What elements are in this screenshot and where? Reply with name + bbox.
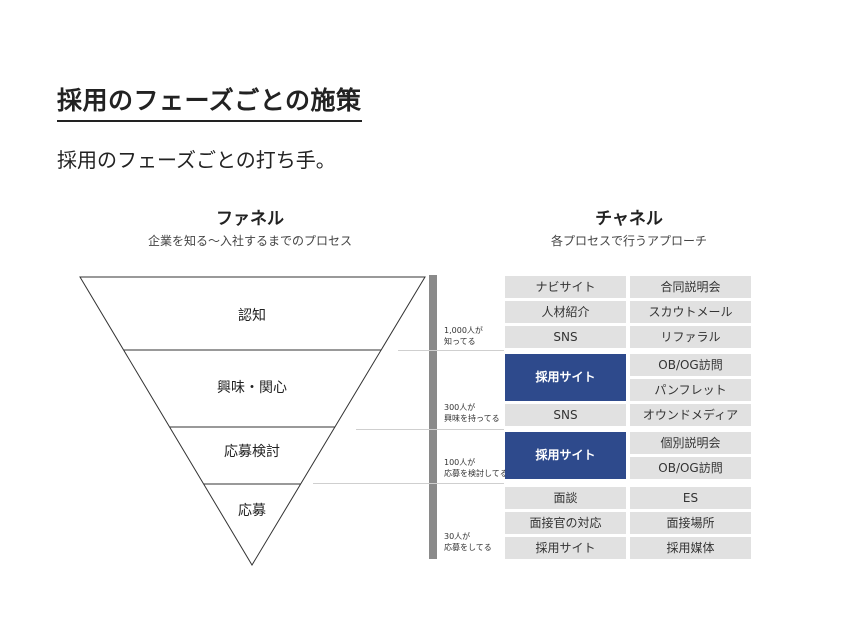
funnel-subheading: 企業を知る〜入社するまでのプロセス xyxy=(147,234,352,248)
channel-cell: パンフレット xyxy=(630,379,751,401)
funnel-header: ファネル 企業を知る〜入社するまでのプロセス xyxy=(120,208,380,250)
funnel-stage-interest: 興味・関心 xyxy=(217,380,287,396)
annotation-consideration: 100人が応募を検討してる xyxy=(444,458,508,478)
separator-line-2 xyxy=(356,429,504,430)
separator-line-1 xyxy=(398,350,504,351)
channel-header: チャネル 各プロセスで行うアプローチ xyxy=(504,208,754,250)
channel-heading: チャネル xyxy=(595,209,663,229)
page-subtitle: 採用のフェーズごとの打ち手。 xyxy=(57,148,336,172)
channel-cell: ES xyxy=(630,487,751,509)
annotation-awareness: 1,000人が知ってる xyxy=(444,326,483,346)
channel-cell: 採用媒体 xyxy=(630,537,751,559)
funnel-stage-consideration: 応募検討 xyxy=(224,444,280,460)
channel-cell: 人材紹介 xyxy=(505,301,626,323)
funnel-triangle xyxy=(79,276,426,566)
channel-cell: SNS xyxy=(505,326,626,348)
funnel-heading: ファネル xyxy=(216,209,284,229)
channel-cell: OB/OG訪問 xyxy=(630,354,751,376)
annotation-application: 30人が応募をしてる xyxy=(444,532,492,552)
channel-cell: 合同説明会 xyxy=(630,276,751,298)
progress-bar xyxy=(429,275,437,559)
channel-cell: スカウトメール xyxy=(630,301,751,323)
channel-cell: リファラル xyxy=(630,326,751,348)
channel-cell: 面接官の対応 xyxy=(505,512,626,534)
channel-cell: オウンドメディア xyxy=(630,404,751,426)
channel-cell: OB/OG訪問 xyxy=(630,457,751,479)
channel-subheading: 各プロセスで行うアプローチ xyxy=(550,234,707,248)
funnel-stage-application: 応募 xyxy=(238,503,266,519)
channel-cell: SNS xyxy=(505,404,626,426)
channel-cell: ナビサイト xyxy=(505,276,626,298)
channel-cell: 面接場所 xyxy=(630,512,751,534)
funnel-stage-awareness: 認知 xyxy=(238,308,266,324)
channel-cell: 個別説明会 xyxy=(630,432,751,454)
page-title: 採用のフェーズごとの施策 xyxy=(57,84,362,122)
channel-cell-highlight: 採用サイト xyxy=(505,354,626,401)
annotation-interest: 300人が興味を持ってる xyxy=(444,403,500,423)
separator-line-3 xyxy=(313,483,504,484)
channel-cell: 採用サイト xyxy=(505,537,626,559)
channel-cell-highlight: 採用サイト xyxy=(505,432,626,479)
channel-cell: 面談 xyxy=(505,487,626,509)
